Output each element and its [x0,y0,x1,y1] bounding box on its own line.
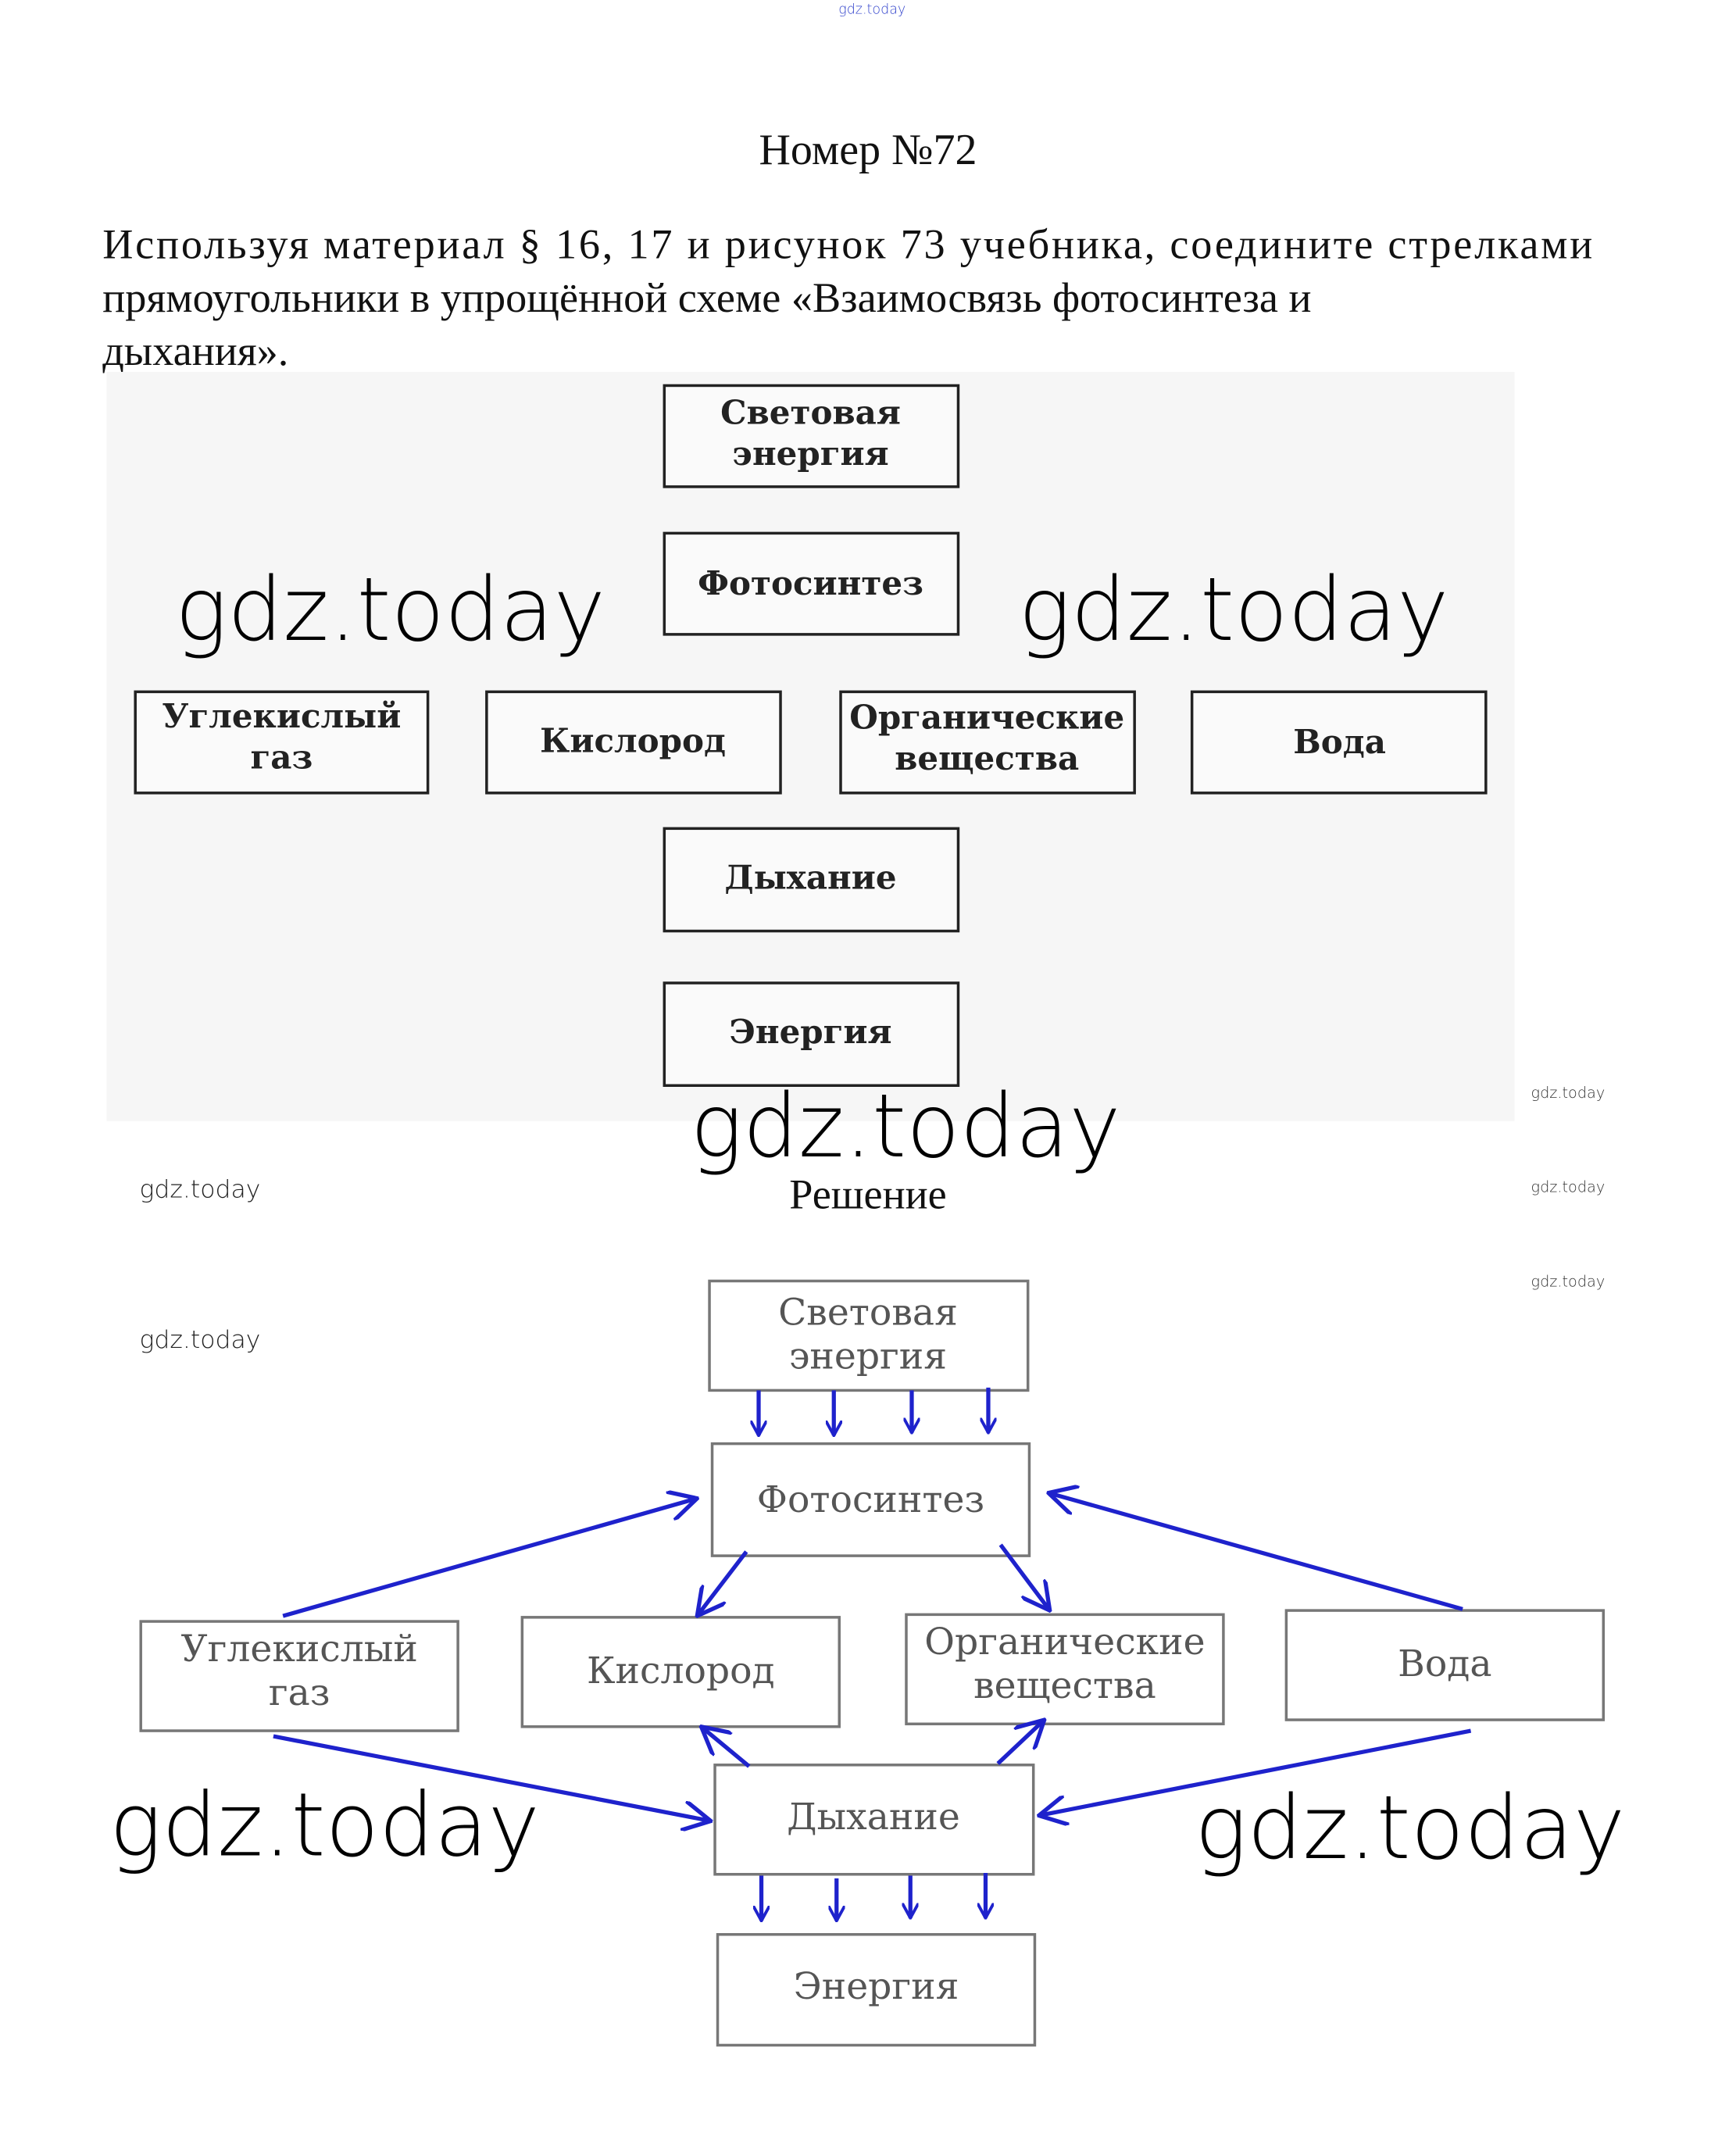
watermark-small: gdz.today [1531,1272,1606,1290]
arrow-photosynthesis-to-organic [998,1543,1050,1610]
watermark-large: gdz.today [1195,1778,1625,1879]
box-respiration: Дыхание [663,827,960,933]
arrow-co2-to-photosynthesis [282,1499,697,1618]
svg-text:Вода: Вода [1398,1642,1491,1685]
svg-text:Энергия: Энергия [729,1013,891,1051]
svg-text:Энергия: Энергия [794,1965,959,2008]
watermark-large: gdz.today [691,1076,1121,1178]
svg-text:Световая: Световая [720,393,901,431]
arrow-water-to-respiration [1039,1728,1472,1815]
svg-text:энергия: энергия [789,1335,947,1378]
svg-text:Световая: Световая [778,1291,958,1334]
box-energy: Энергия [663,981,960,1087]
box-water: Вода [1284,1609,1606,1721]
svg-text:Органические: Органические [849,699,1124,737]
watermark-small: gdz.today [1531,1178,1606,1196]
svg-text:Фотосинтез: Фотосинтез [757,1478,984,1521]
watermark-medium: gdz.today [139,1326,260,1354]
svg-text:вещества: вещества [895,739,1079,777]
header-watermark: gdz.today [838,2,906,18]
watermark-large: gdz.today [175,559,605,661]
svg-text:Углекислый: Углекислый [162,697,401,735]
watermark-small: gdz.today [1531,1084,1606,1102]
box-oxygen: Кислород [485,690,782,795]
svg-text:Вода: Вода [1293,723,1386,761]
arrow-co2-to-respiration [273,1734,711,1821]
svg-text:Кислород: Кислород [540,721,726,759]
box-energy: Энергия [716,1933,1037,2047]
svg-text:Фотосинтез: Фотосинтез [698,564,923,602]
svg-text:газ: газ [251,738,313,776]
arrow-respiration-to-oxygen [702,1727,751,1768]
box-photosynthesis: Фотосинтез [710,1442,1031,1557]
svg-text:Кислород: Кислород [587,1649,775,1692]
svg-text:газ: газ [269,1671,330,1714]
svg-text:вещества: вещества [973,1664,1156,1707]
box-oxygen: Кислород [520,1616,841,1728]
arrow-photosynthesis-to-oxygen [697,1550,748,1616]
arrow-water-to-photosynthesis [1048,1493,1463,1611]
box-water: Вода [1190,690,1488,795]
svg-text:Органические: Органические [924,1621,1205,1664]
watermark-medium: gdz.today [139,1176,260,1204]
arrows [273,1387,1472,1921]
solution-heading: Решение [789,1171,946,1218]
box-photosynthesis: Фотосинтез [663,531,960,636]
watermark-large: gdz.today [1018,559,1448,661]
arrow-respiration-to-organic [996,1720,1044,1765]
watermark-large: gdz.today [109,1774,540,1876]
svg-text:Углекислый: Углекислый [181,1628,418,1671]
task-line-2: прямоугольники в упрощённой схеме «Взаим… [102,274,1311,321]
task-line-1: Используя материал § 16, 17 и рисунок 73… [102,221,1592,268]
page-title: Номер №72 [759,126,977,174]
box-respiration: Дыхание [713,1764,1035,1876]
svg-text:Дыхание: Дыхание [787,1796,960,1839]
svg-text:энергия: энергия [732,434,888,473]
svg-text:Дыхание: Дыхание [724,858,896,896]
task-line-3: дыхания». [102,327,288,374]
